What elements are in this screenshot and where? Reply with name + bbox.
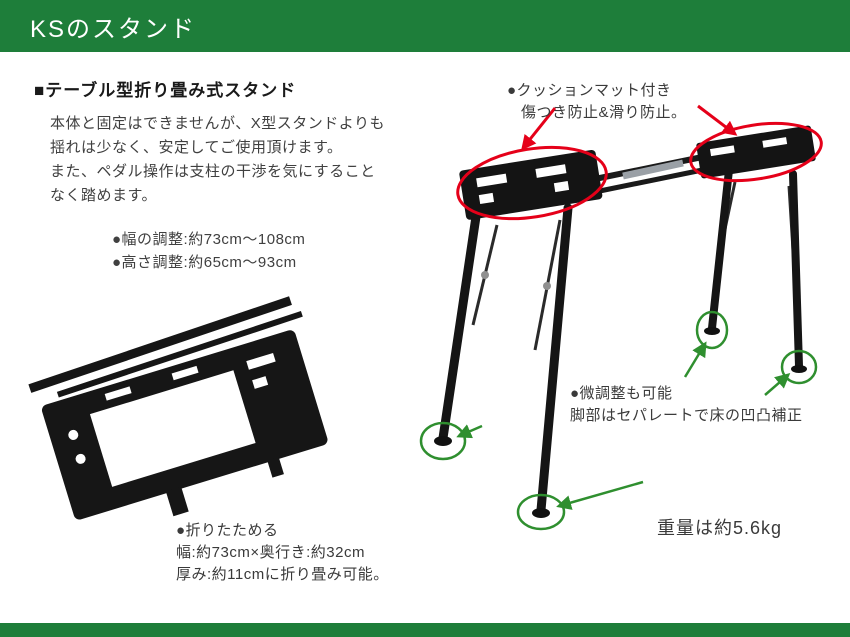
stand-foot xyxy=(532,508,550,518)
section-heading: ■テーブル型折り畳み式スタンド xyxy=(34,81,297,100)
brace-hinge xyxy=(481,271,489,279)
red-arrow-icon xyxy=(697,104,738,136)
description-line: なく踏めます。 xyxy=(50,187,158,204)
red-arrow-icon xyxy=(521,107,557,151)
folded-stand-body xyxy=(28,296,328,520)
foot-adjust-annotation xyxy=(419,310,818,531)
folded-leg xyxy=(28,296,292,393)
header-bar: KSのスタンド xyxy=(0,0,850,52)
left-platform xyxy=(459,149,603,220)
folding-line3: 厚み:約11cmに折り畳み可能。 xyxy=(176,566,389,583)
spec-height: ●高さ調整:約65cm〜93cm xyxy=(112,254,297,271)
green-arrow-icon xyxy=(764,373,791,396)
fine-adjust-line2: 脚部はセパレートで床の凹凸補正 xyxy=(570,407,803,424)
cushion-highlight-annotation xyxy=(456,104,823,221)
product-description: 本体と固定はできませんが、X型スタンドよりも 揺れは少なく、安定してご使用頂けま… xyxy=(50,112,385,208)
stand-foot xyxy=(704,327,720,335)
green-arrow-icon xyxy=(683,341,707,378)
weight-note: 重量は約5.6kg xyxy=(657,518,783,538)
cushion-note-line2: 傷つき防止&滑り防止。 xyxy=(521,104,687,121)
green-highlight-circle xyxy=(516,493,566,531)
folded-stand-illustration xyxy=(28,296,328,520)
red-highlight-ellipse-right xyxy=(689,121,823,183)
green-arrow-icon xyxy=(556,480,644,510)
adjustment-specs: ●幅の調整:約73cm〜108cm ●高さ調整:約65cm〜93cm xyxy=(112,228,305,274)
green-arrow-icon xyxy=(456,424,483,439)
cushion-note-line1: ●クッションマット付き xyxy=(507,82,672,99)
stand-illustration xyxy=(419,104,823,531)
folded-leg xyxy=(56,310,303,398)
description-line: 本体と固定はできませんが、X型スタンドよりも xyxy=(50,115,385,132)
brace-hinge xyxy=(543,282,551,290)
fine-adjust-line1: ●微調整も可能 xyxy=(570,385,673,402)
folding-line1: ●折りたためる xyxy=(176,522,279,539)
spec-width: ●幅の調整:約73cm〜108cm xyxy=(112,231,306,248)
right-platform xyxy=(696,125,816,179)
page-title: KSのスタンド xyxy=(30,15,197,43)
folding-line2: 幅:約73cm×奥行き:約32cm xyxy=(176,544,365,561)
cushion-mat-note: ●クッションマット付き 傷つき防止&滑り防止。 xyxy=(507,80,687,124)
green-highlight-circle xyxy=(780,349,818,385)
fine-adjust-note: ●微調整も可能 脚部はセパレートで床の凹凸補正 xyxy=(570,383,803,427)
folding-note: ●折りたためる 幅:約73cm×奥行き:約32cm 厚み:約11cmに折り畳み可… xyxy=(176,520,389,586)
stand-foot xyxy=(434,436,452,446)
green-highlight-circle xyxy=(419,421,467,461)
stand-legs xyxy=(438,166,803,515)
description-line: また、ペダル操作は支柱の干渉を気にすること xyxy=(50,163,376,180)
stand-foot xyxy=(791,365,807,373)
folded-frame-opening xyxy=(89,370,256,487)
description-line: 揺れは少なく、安定してご使用頂けます。 xyxy=(50,139,343,156)
footer-bar xyxy=(0,623,850,637)
green-highlight-circle xyxy=(695,310,729,350)
